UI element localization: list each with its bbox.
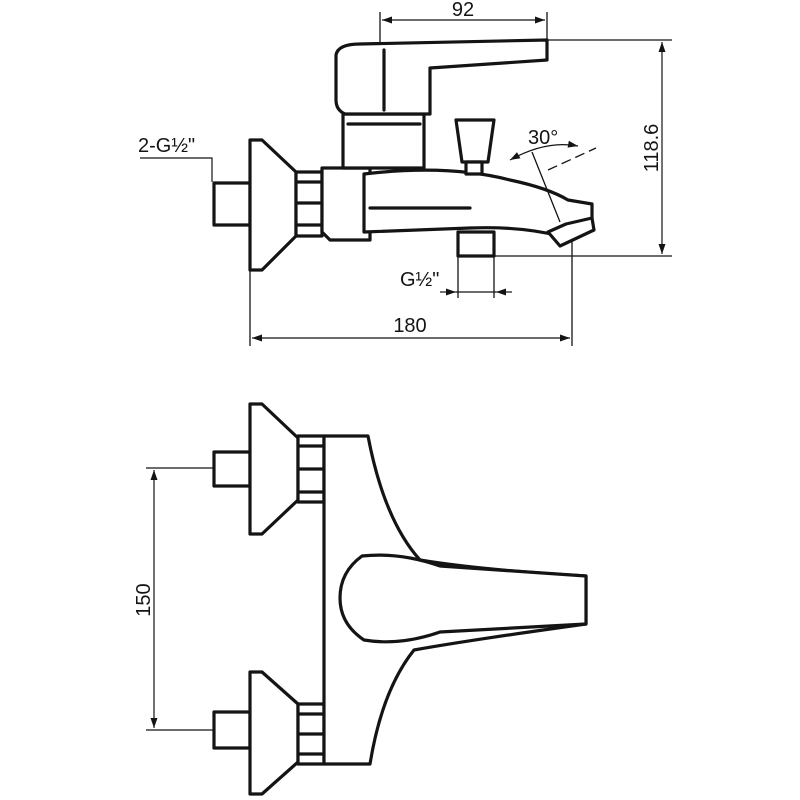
- side-spout: [362, 168, 594, 238]
- top-dimensions: 150: [133, 467, 214, 731]
- side-diverter-knob: [454, 118, 496, 164]
- top-inlet-stub-upper: [212, 450, 252, 488]
- top-handle: [338, 553, 588, 644]
- side-outlet-nipple: [456, 230, 496, 258]
- angle-label: 30°: [528, 127, 558, 149]
- side-inlet-stub: [212, 181, 252, 227]
- top-escutcheon-upper: [248, 402, 300, 536]
- side-cartridge: [341, 112, 426, 170]
- dim-label-118-6: 118.6: [641, 124, 663, 173]
- top-view: [212, 402, 588, 796]
- inlet-leader: [140, 157, 213, 182]
- top-escutcheon-lower: [248, 670, 300, 796]
- dim-label-150: 150: [133, 583, 155, 616]
- dim-label-92: 92: [452, 0, 474, 21]
- dim-label-180: 180: [393, 315, 426, 337]
- side-view: [212, 38, 596, 272]
- side-diverter-stem: [464, 160, 484, 176]
- outlet-thread-label: G½": [400, 269, 439, 291]
- top-inlet-stub-lower: [212, 710, 252, 750]
- side-handle-lever: [334, 38, 549, 116]
- side-aerator: [546, 216, 596, 248]
- inlet-thread-label: 2-G½": [138, 135, 195, 157]
- angle-arc: [509, 140, 579, 161]
- side-dimensions: 92 118.6 180 30° 2-G½" G½": [138, 0, 672, 346]
- side-escutcheon: [248, 138, 298, 272]
